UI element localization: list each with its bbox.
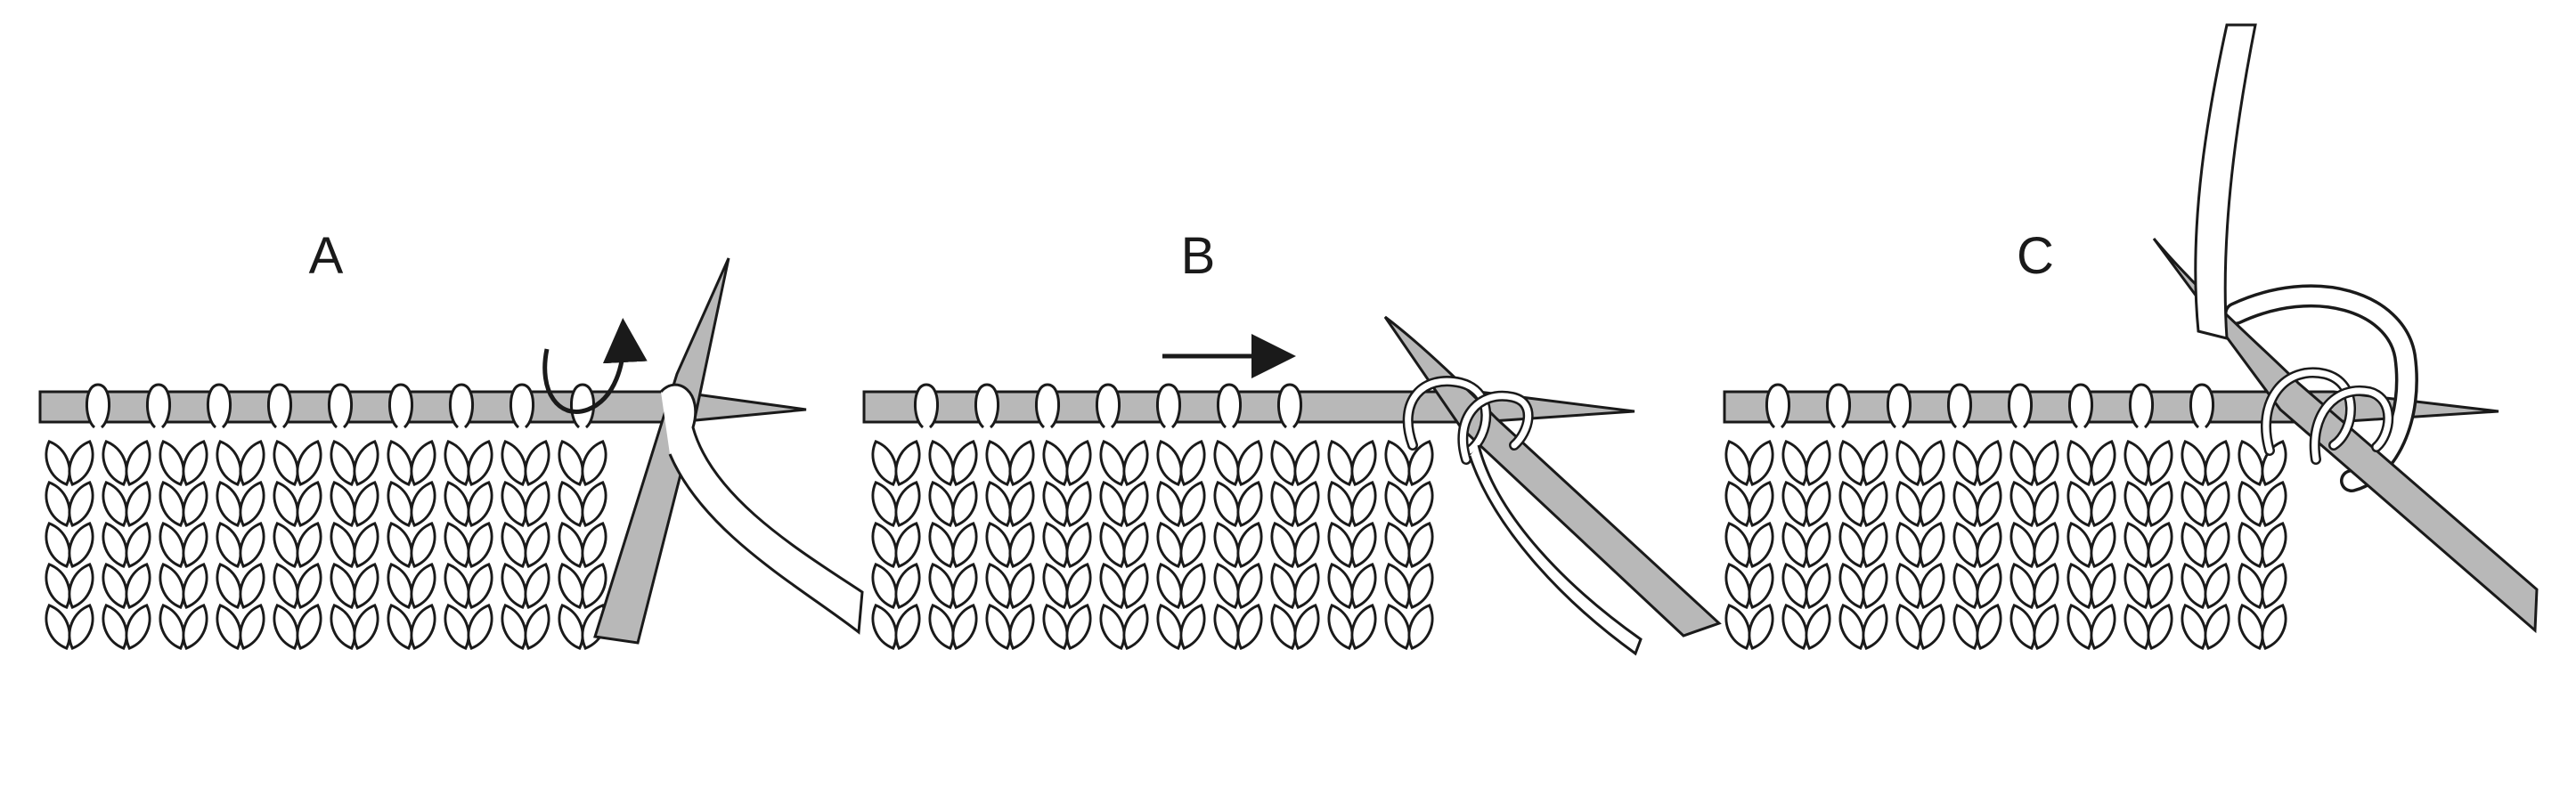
panel-a-curved-arrow xyxy=(542,318,648,414)
needle-stitch-loop xyxy=(509,383,535,429)
needle-stitch-loop xyxy=(145,383,172,429)
needle-stitch-loop xyxy=(1946,383,1973,429)
needle-stitch-loop xyxy=(327,383,354,429)
panel-c: C xyxy=(1718,23,2539,654)
panel-c-label: C xyxy=(2017,227,2054,285)
needle-stitch-loop xyxy=(1276,383,1303,429)
needle-stitch-loop xyxy=(1825,383,1852,429)
panel-a-knitted-fabric xyxy=(38,436,614,654)
panel-b-knitted-fabric xyxy=(865,436,1440,654)
needle-stitch-loop xyxy=(2128,383,2155,429)
needle-stitch-loop xyxy=(448,383,475,429)
needle-stitch-loop xyxy=(2067,383,2094,429)
panel-a-right-needle xyxy=(593,257,730,645)
needle-stitch-loop xyxy=(85,383,111,429)
needle-stitch-loop xyxy=(387,383,414,429)
needle-stitch-loop xyxy=(2007,383,2034,429)
needle-stitch-loop xyxy=(1216,383,1243,429)
needle-stitch-loop xyxy=(1155,383,1182,429)
panel-c-working-yarn xyxy=(2194,23,2257,340)
panel-b-working-yarn xyxy=(1468,444,1643,656)
needle-stitch-loop xyxy=(1095,383,1121,429)
panel-a-working-yarn xyxy=(659,383,864,635)
needle-stitch-loop xyxy=(206,383,232,429)
panel-a: A xyxy=(38,227,864,654)
needle-stitch-loop xyxy=(913,383,940,429)
needle-stitch-loop xyxy=(266,383,293,429)
panel-b: B xyxy=(862,227,1722,656)
needle-stitch-loop xyxy=(569,383,596,429)
needle-stitch-loop xyxy=(974,383,1000,429)
panel-b-label: B xyxy=(1181,227,1216,285)
panel-a-stitch-loops xyxy=(85,383,596,429)
needle-stitch-loop xyxy=(1886,383,1912,429)
panel-a-label: A xyxy=(309,227,344,285)
panel-b-right-needle xyxy=(1383,315,1722,638)
needle-stitch-loop xyxy=(1034,383,1061,429)
panel-a-left-needle xyxy=(38,390,807,424)
needle-stitch-loop xyxy=(2189,383,2215,429)
panel-c-knitted-fabric xyxy=(1718,436,2294,654)
needle-stitch-loop xyxy=(1765,383,1791,429)
